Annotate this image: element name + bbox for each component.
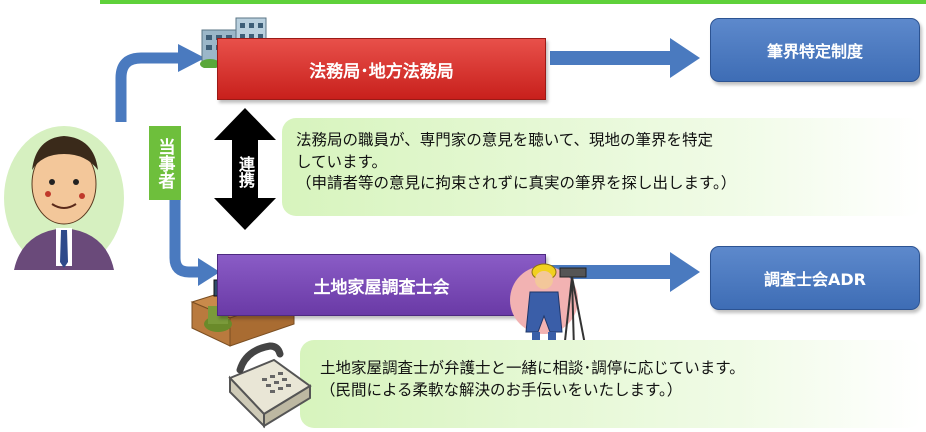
surveyor-icon xyxy=(510,263,587,351)
arrow-to-chousashikai xyxy=(169,200,200,278)
telephone-icon xyxy=(228,342,312,429)
hikkai-seido-box: 筆界特定制度 xyxy=(710,18,920,82)
chousashikai-box: 土地家屋調査士会 xyxy=(217,254,546,316)
arrow-to-adr-head xyxy=(670,252,700,292)
top-divider-line xyxy=(100,0,926,4)
renkei-label: 連携 xyxy=(236,156,255,188)
arrow-head-chousashikai xyxy=(198,258,220,286)
arrow-head-houmukyoku xyxy=(178,44,205,72)
touji-label: 当事者 xyxy=(149,126,181,200)
chousashikai-desc-line-1: 土地家屋調査士が弁護士と一緒に相談･調停に応じています。 xyxy=(320,359,745,377)
chousashikai-desc-line-2: （民間による柔軟な解決のお手伝いをいたします。） xyxy=(320,380,683,399)
houmukyoku-desc-line-2: しています。 xyxy=(296,152,387,171)
hikkai-seido-label: 筆界特定制度 xyxy=(766,42,863,61)
person-icon xyxy=(4,126,124,270)
chousashikai-label: 土地家屋調査士会 xyxy=(313,277,450,298)
arrow-to-hikkai-body xyxy=(550,51,672,65)
chousashikai-description-panel: 土地家屋調査士が弁護士と一緒に相談･調停に応じています。 （民間による柔軟な解決… xyxy=(300,340,922,428)
adr-box: 調査士会ADR xyxy=(710,246,920,310)
houmukyoku-description-panel: 法務局の職員が、専門家の意見を聴いて、現地の筆界を特定 しています。 （申請者等… xyxy=(282,118,922,216)
houmukyoku-desc-line-3: （申請者等の意見に拘束されずに真実の筆界を探し出します。） xyxy=(296,174,737,193)
arrow-to-houmukyoku xyxy=(115,52,180,122)
houmukyoku-box: 法務局･地方法務局 xyxy=(217,38,546,100)
renkei-double-arrow xyxy=(214,108,276,230)
houmukyoku-label: 法務局･地方法務局 xyxy=(309,61,454,82)
adr-label: 調査士会ADR xyxy=(764,270,866,289)
arrow-to-hikkai-head xyxy=(670,38,700,78)
houmukyoku-desc-line-1: 法務局の職員が、専門家の意見を聴いて、現地の筆界を特定 xyxy=(296,131,713,149)
